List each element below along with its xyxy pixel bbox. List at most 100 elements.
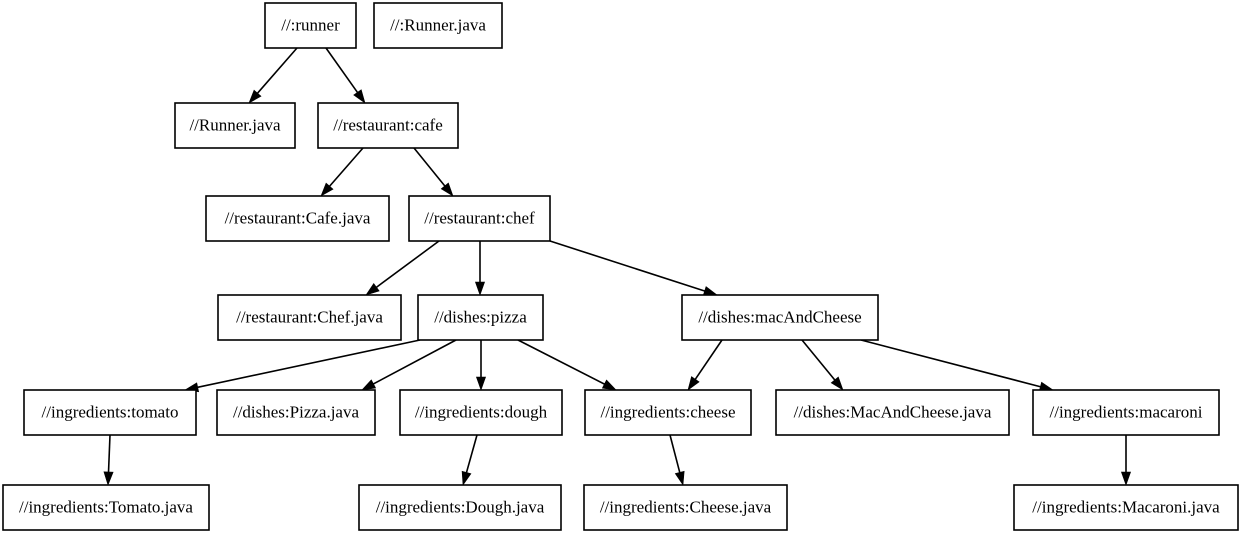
graph-edge bbox=[475, 340, 487, 391]
graph-edge bbox=[361, 339, 457, 391]
graph-node[interactable]: //ingredients:Dough.java bbox=[358, 484, 562, 531]
graph-edge bbox=[669, 434, 685, 486]
edge-arrowhead-icon bbox=[103, 471, 114, 486]
nodes-layer: //:runner //:Runner.java //Runner.java //re… bbox=[2, 2, 1239, 531]
graph-edge bbox=[687, 339, 723, 391]
graph-node[interactable]: //dishes:pizza bbox=[417, 294, 544, 341]
edge-line bbox=[107, 434, 111, 475]
graph-edge bbox=[184, 339, 421, 393]
node-box[interactable] bbox=[217, 294, 402, 341]
node-label: //ingredients:Macaroni.java bbox=[1032, 497, 1220, 516]
node-box[interactable] bbox=[205, 195, 390, 242]
node-box[interactable] bbox=[1032, 389, 1220, 436]
node-label: //:runner bbox=[281, 15, 340, 34]
node-label: //ingredients:Cheese.java bbox=[600, 497, 772, 516]
node-box[interactable] bbox=[264, 2, 357, 49]
graph-node[interactable]: //Runner.java bbox=[174, 102, 296, 149]
edge-arrowhead-icon bbox=[248, 89, 262, 104]
graph-edge bbox=[365, 240, 440, 296]
node-label: //dishes:macAndCheese bbox=[698, 307, 861, 326]
edge-arrowhead-icon bbox=[461, 470, 472, 486]
node-box[interactable] bbox=[23, 389, 197, 436]
edge-line bbox=[255, 47, 298, 96]
graph-node[interactable]: //ingredients:Cheese.java bbox=[583, 484, 788, 531]
node-box[interactable] bbox=[373, 2, 503, 49]
graph-node[interactable]: //ingredients:Macaroni.java bbox=[1013, 484, 1239, 531]
node-box[interactable] bbox=[174, 102, 296, 149]
edge-arrowhead-icon bbox=[702, 286, 718, 296]
node-box[interactable] bbox=[317, 102, 459, 149]
edge-arrowhead-icon bbox=[601, 379, 617, 391]
graph-node[interactable]: //:runner bbox=[264, 2, 357, 49]
graph-node[interactable]: //restaurant:Cafe.java bbox=[205, 195, 390, 242]
edge-arrowhead-icon bbox=[320, 182, 334, 197]
node-label: //ingredients:macaroni bbox=[1050, 402, 1203, 421]
node-label: //ingredients:tomato bbox=[42, 402, 179, 421]
graph-node[interactable]: //restaurant:cafe bbox=[317, 102, 459, 149]
graph-edge bbox=[320, 147, 364, 197]
graph-edge bbox=[103, 434, 114, 486]
graph-node[interactable]: //dishes:Pizza.java bbox=[216, 389, 376, 436]
edge-line bbox=[669, 434, 682, 475]
node-label: //Runner.java bbox=[189, 115, 281, 134]
graph-node[interactable]: //ingredients:cheese bbox=[584, 389, 752, 436]
node-label: //ingredients:Dough.java bbox=[376, 497, 545, 516]
edge-arrowhead-icon bbox=[474, 281, 486, 296]
edge-line bbox=[325, 47, 360, 95]
node-label: //dishes:MacAndCheese.java bbox=[794, 402, 992, 421]
node-box[interactable] bbox=[681, 294, 879, 341]
graph-node[interactable]: //restaurant:chef bbox=[408, 195, 551, 242]
graph-edge bbox=[860, 339, 1054, 392]
graph-node[interactable]: //restaurant:Chef.java bbox=[217, 294, 402, 341]
edge-line bbox=[327, 147, 364, 189]
node-box[interactable] bbox=[408, 195, 551, 242]
node-box[interactable] bbox=[399, 389, 563, 436]
graph-edge bbox=[461, 434, 478, 486]
graph-node[interactable]: //dishes:macAndCheese bbox=[681, 294, 879, 341]
node-label: //ingredients:dough bbox=[415, 402, 548, 421]
node-box[interactable] bbox=[775, 389, 1010, 436]
graph-node[interactable]: //ingredients:dough bbox=[399, 389, 563, 436]
graph-node[interactable]: //ingredients:Tomato.java bbox=[2, 484, 210, 531]
edge-arrowhead-icon bbox=[440, 182, 454, 197]
node-label: //restaurant:chef bbox=[424, 208, 535, 227]
node-box[interactable] bbox=[417, 294, 544, 341]
graph-node[interactable]: //ingredients:tomato bbox=[23, 389, 197, 436]
node-label: //dishes:pizza bbox=[434, 307, 527, 326]
node-label: //ingredients:cheese bbox=[600, 402, 735, 421]
node-box[interactable] bbox=[1013, 484, 1239, 531]
node-box[interactable] bbox=[584, 389, 752, 436]
edge-line bbox=[517, 339, 607, 386]
edge-line bbox=[860, 339, 1043, 389]
edge-arrowhead-icon bbox=[365, 283, 380, 296]
graph-edge bbox=[474, 241, 486, 296]
graph-edge bbox=[325, 47, 366, 104]
node-box[interactable] bbox=[2, 484, 210, 531]
graph-edge bbox=[801, 339, 844, 391]
edge-arrowhead-icon bbox=[361, 379, 377, 391]
node-box[interactable] bbox=[583, 484, 788, 531]
node-label: //restaurant:cafe bbox=[333, 115, 443, 134]
edge-line bbox=[549, 240, 707, 293]
edge-line bbox=[693, 339, 723, 382]
edge-arrowhead-icon bbox=[353, 89, 366, 104]
node-label: //restaurant:Cafe.java bbox=[225, 208, 371, 227]
edge-arrowhead-icon bbox=[475, 376, 487, 391]
node-box[interactable] bbox=[358, 484, 562, 531]
edge-arrowhead-icon bbox=[687, 376, 700, 391]
node-label: //dishes:Pizza.java bbox=[233, 402, 360, 421]
graph-edge bbox=[517, 339, 617, 391]
edge-arrowhead-icon bbox=[1120, 471, 1132, 486]
node-label: //restaurant:Chef.java bbox=[236, 307, 383, 326]
graph-node[interactable]: //:Runner.java bbox=[373, 2, 503, 49]
graph-node[interactable]: //dishes:MacAndCheese.java bbox=[775, 389, 1010, 436]
graph-node[interactable]: //ingredients:macaroni bbox=[1032, 389, 1220, 436]
edge-line bbox=[371, 339, 457, 386]
edge-arrowhead-icon bbox=[830, 376, 844, 391]
node-box[interactable] bbox=[216, 389, 376, 436]
graph-edge bbox=[248, 47, 298, 104]
edge-arrowhead-icon bbox=[674, 470, 685, 486]
node-label: //:Runner.java bbox=[390, 15, 486, 34]
